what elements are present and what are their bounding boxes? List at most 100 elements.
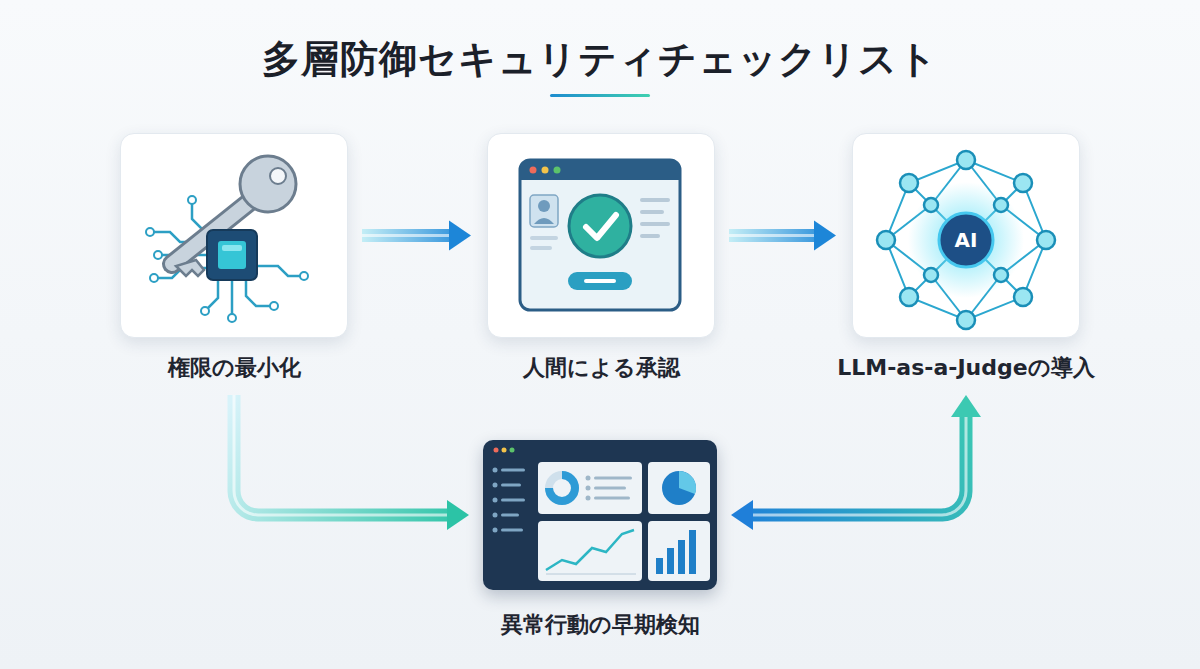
dashboard-icon xyxy=(493,528,498,533)
dashboard-icon xyxy=(493,498,498,503)
network-node xyxy=(900,288,918,306)
key-symbol xyxy=(176,260,204,276)
network-node xyxy=(994,198,1008,212)
approval-window-icon xyxy=(530,236,558,240)
dashboard-icon xyxy=(689,530,696,574)
circuit-pad xyxy=(201,307,209,315)
dashboard-icon xyxy=(501,514,519,517)
network-node xyxy=(877,151,1055,329)
dashboard-icon xyxy=(594,477,632,480)
arrow-head xyxy=(814,221,836,251)
approval-window-icon xyxy=(640,234,660,238)
dashboard-icon xyxy=(586,476,633,501)
dashboard-icon xyxy=(586,486,591,491)
network-link xyxy=(909,183,931,205)
network-link xyxy=(1001,240,1046,275)
approval-window-icon xyxy=(542,167,549,174)
key-symbol xyxy=(240,156,296,212)
key-chip-icon xyxy=(146,156,308,322)
circuit-pad xyxy=(146,196,308,322)
approval-window-icon xyxy=(520,160,680,310)
network-node xyxy=(994,268,1008,282)
approval-window-icon xyxy=(568,272,632,290)
step-label: 権限の最小化 xyxy=(61,355,407,381)
network-node xyxy=(1037,231,1055,249)
approval-window-icon xyxy=(538,200,550,212)
network-icon xyxy=(877,151,1055,329)
dashboard-icon xyxy=(510,448,515,453)
arrow-band xyxy=(362,229,451,242)
circuit-pad xyxy=(146,228,154,236)
chip-symbol xyxy=(207,230,257,280)
dashboard-icon xyxy=(501,469,525,472)
approval-window-icon xyxy=(586,215,616,238)
network-node xyxy=(924,268,938,282)
arrow-band xyxy=(751,415,966,515)
flow-arrow xyxy=(729,221,836,251)
network-link xyxy=(886,205,931,240)
network-link xyxy=(966,275,1001,320)
network-node xyxy=(1014,174,1032,192)
key-symbol xyxy=(172,200,252,264)
flow-arrow xyxy=(234,395,469,530)
flow-arrow xyxy=(731,395,981,530)
network-node xyxy=(924,198,938,212)
circuit-pad xyxy=(154,251,162,259)
key-symbol xyxy=(172,200,252,264)
arrow-highlight xyxy=(234,395,449,515)
dashboard-icon xyxy=(501,529,523,532)
step-card: 人間による承認 xyxy=(487,133,715,338)
network-link xyxy=(886,240,931,275)
arrow-band xyxy=(234,395,449,515)
network-node xyxy=(1014,288,1032,306)
dashboard-box: 異常行動の早期検知 xyxy=(483,440,717,590)
approval-window-icon xyxy=(530,246,552,250)
dashboard-icon xyxy=(493,448,711,582)
dashboard-icon xyxy=(494,448,499,453)
network-node xyxy=(900,174,918,192)
approval-window-icon xyxy=(584,279,616,283)
dashboard-icon xyxy=(502,448,507,453)
circuit-trace xyxy=(231,280,234,314)
chip-symbol xyxy=(218,241,246,269)
approval-window-icon xyxy=(640,222,670,226)
approval-window-icon xyxy=(554,167,561,174)
dashboard-icon xyxy=(678,540,685,574)
network-link xyxy=(1001,275,1023,297)
circuit-trace xyxy=(208,280,218,308)
chip-symbol xyxy=(207,230,257,280)
step-label: 人間による承認 xyxy=(428,355,774,381)
dashboard-icon xyxy=(586,496,591,501)
dashboard-icon xyxy=(648,521,710,581)
network-link xyxy=(966,160,1001,205)
network-icon xyxy=(939,213,993,267)
network-link xyxy=(931,275,966,320)
circuit-trace xyxy=(192,204,207,234)
approval-window-icon xyxy=(569,195,631,257)
approval-window-icon xyxy=(534,218,554,224)
step-label: LLM-as-a-Judgeの導入 xyxy=(793,355,1139,381)
key-symbol xyxy=(172,156,296,276)
dashboard-icon xyxy=(662,471,696,505)
dashboard-icon xyxy=(648,462,710,514)
dashboard-icon xyxy=(586,476,591,481)
arrow-band xyxy=(729,229,816,242)
approval-window-icon xyxy=(520,160,680,180)
dashboard-icon xyxy=(679,471,696,494)
arrow-highlight xyxy=(729,234,816,237)
arrow-head xyxy=(731,500,753,530)
dashboard-icon xyxy=(667,548,674,574)
network-node xyxy=(877,231,895,249)
approval-window-icon xyxy=(530,167,537,174)
chip-symbol xyxy=(222,245,242,251)
key-symbol xyxy=(270,168,286,184)
circuit-pad xyxy=(270,302,278,310)
arrow-highlight xyxy=(362,234,451,237)
dashboard-icon xyxy=(493,468,526,533)
circuit-pad xyxy=(228,314,236,322)
circuit-pad xyxy=(300,272,308,280)
arrow-head xyxy=(951,395,981,417)
